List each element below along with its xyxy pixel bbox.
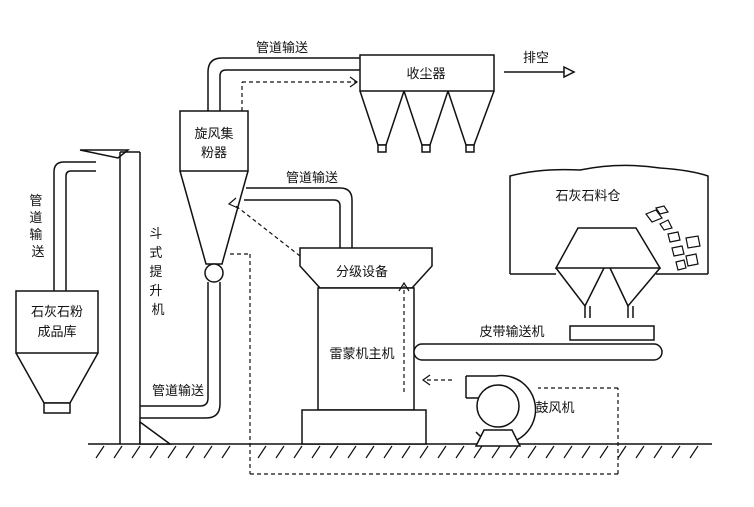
blower-label: 鼓风机: [535, 401, 574, 416]
pipe-cyclone-to-dust-collector: 管道输送: [207, 40, 360, 111]
bucket-elevator-char-4: 升: [149, 284, 162, 299]
pipe-left-char-3: 输: [29, 227, 42, 243]
pipe-middle-label: 管道输送: [286, 170, 338, 186]
product-silo: 石灰石粉 成品库: [15, 290, 99, 414]
air-flow-dashed: [230, 81, 619, 475]
ground-hatching: [95, 445, 699, 459]
air-flow-arrowheads: [227, 76, 431, 386]
exhaust-arrow: 排空: [504, 51, 576, 79]
bucket-elevator-char-2: 式: [149, 246, 162, 261]
raymond-mill-label: 雷蒙机主机: [329, 347, 394, 362]
cyclone-label-line2: 粉器: [201, 146, 227, 161]
belt-conveyor: 皮带输送机: [413, 324, 663, 361]
bucket-elevator: 斗 式 提 升 机: [119, 151, 173, 445]
belt-conveyor-label: 皮带输送机: [479, 324, 544, 340]
pipe-top-label: 管道输送: [256, 40, 308, 56]
bucket-elevator-char-1: 斗: [149, 227, 162, 242]
feed-hopper: [554, 227, 662, 341]
pipe-left-char-2: 道: [29, 211, 42, 226]
classifier-label: 分级设备: [336, 264, 388, 280]
cyclone-collector: 旋风集 粉器: [179, 110, 249, 283]
pipe-classifier-to-cyclone: 管道输送: [244, 170, 353, 248]
pipe-left-label: 管 道 输 送: [29, 194, 46, 260]
pipe-bottom-label: 管道输送: [152, 383, 204, 399]
product-silo-label-line2: 成品库: [37, 324, 76, 340]
exhaust-label: 排空: [523, 51, 549, 66]
product-silo-label-line1: 石灰石粉: [31, 305, 83, 320]
raymond-mill: 雷蒙机主机: [301, 287, 427, 445]
blower: 鼓风机: [465, 374, 575, 447]
pipe-left-char-4: 送: [31, 245, 44, 260]
bucket-elevator-char-5: 机: [151, 303, 164, 318]
limestone-rocks: [645, 205, 701, 271]
bucket-elevator-label: 斗 式 提 升 机: [149, 227, 166, 318]
limestone-bin: 石灰石料仓: [509, 164, 709, 275]
pipe-to-silo: 管 道 输 送: [29, 149, 131, 291]
bucket-elevator-char-3: 提: [149, 264, 162, 280]
classifier: 分级设备: [299, 247, 433, 289]
limestone-bin-label: 石灰石料仓: [555, 189, 620, 204]
dust-collector: 收尘器: [359, 54, 495, 153]
pipe-left-char-1: 管: [29, 194, 42, 209]
cyclone-label-line1: 旋风集: [194, 126, 233, 142]
dust-collector-label: 收尘器: [406, 67, 445, 82]
pipe-cyclone-to-elevator: 管道输送: [140, 282, 221, 419]
